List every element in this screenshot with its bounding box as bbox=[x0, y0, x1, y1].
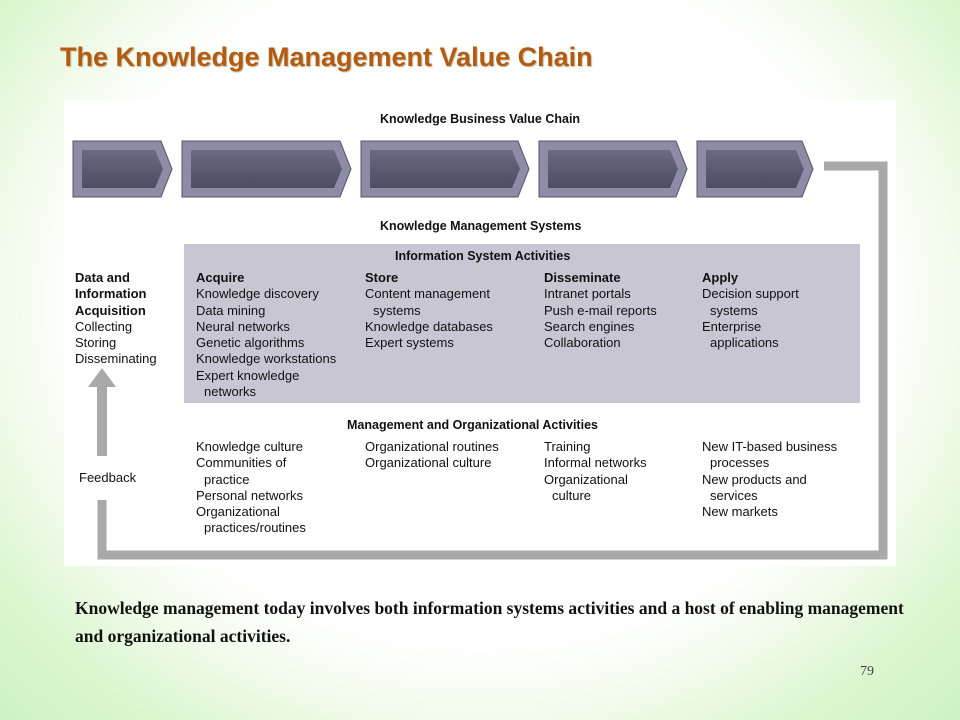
feedback-up-shaft bbox=[97, 385, 107, 456]
feedback-loop bbox=[97, 161, 888, 560]
diagram-graphics bbox=[72, 140, 888, 560]
page-number: 79 bbox=[860, 664, 874, 679]
mo-column-3: Training Informal networks Organizationa… bbox=[544, 439, 647, 503]
mo-column-1: Knowledge culture Communities of practic… bbox=[196, 439, 306, 536]
mo-column-2: Organizational routines Organizational c… bbox=[365, 439, 499, 471]
apply-column: Apply Decision support systems Enterpris… bbox=[702, 270, 799, 351]
is-title: Information System Activities bbox=[395, 249, 571, 263]
slide-title: The Knowledge Management Value Chain bbox=[60, 42, 593, 72]
chain-title: Knowledge Business Value Chain bbox=[380, 112, 581, 126]
kms-title: Knowledge Management Systems bbox=[380, 219, 582, 233]
feedback-up-arrowhead bbox=[88, 368, 116, 387]
chain-arrow-3 bbox=[360, 140, 530, 198]
store-column: Store Content management systems Knowled… bbox=[365, 270, 493, 351]
disseminate-column: Disseminate Intranet portals Push e-mail… bbox=[544, 270, 657, 351]
chain-arrow-2 bbox=[181, 140, 352, 198]
chain-arrow-4 bbox=[538, 140, 688, 198]
chain-arrow-1 bbox=[72, 140, 173, 198]
value-chain-figure: Knowledge Business Value Chain Knowledge… bbox=[64, 100, 896, 566]
left-column: Data and Information Acquisition Collect… bbox=[75, 270, 157, 367]
chain-arrow-5 bbox=[696, 140, 814, 198]
is-activities-panel bbox=[184, 244, 860, 403]
mo-title: Management and Organizational Activities bbox=[347, 418, 598, 432]
feedback-label: Feedback bbox=[79, 470, 137, 485]
mo-column-4: New IT-based business processes New prod… bbox=[702, 439, 838, 520]
acquire-column: Acquire Knowledge discovery Data mining … bbox=[196, 270, 337, 400]
slide-caption: Knowledge management today involves both… bbox=[75, 598, 904, 646]
